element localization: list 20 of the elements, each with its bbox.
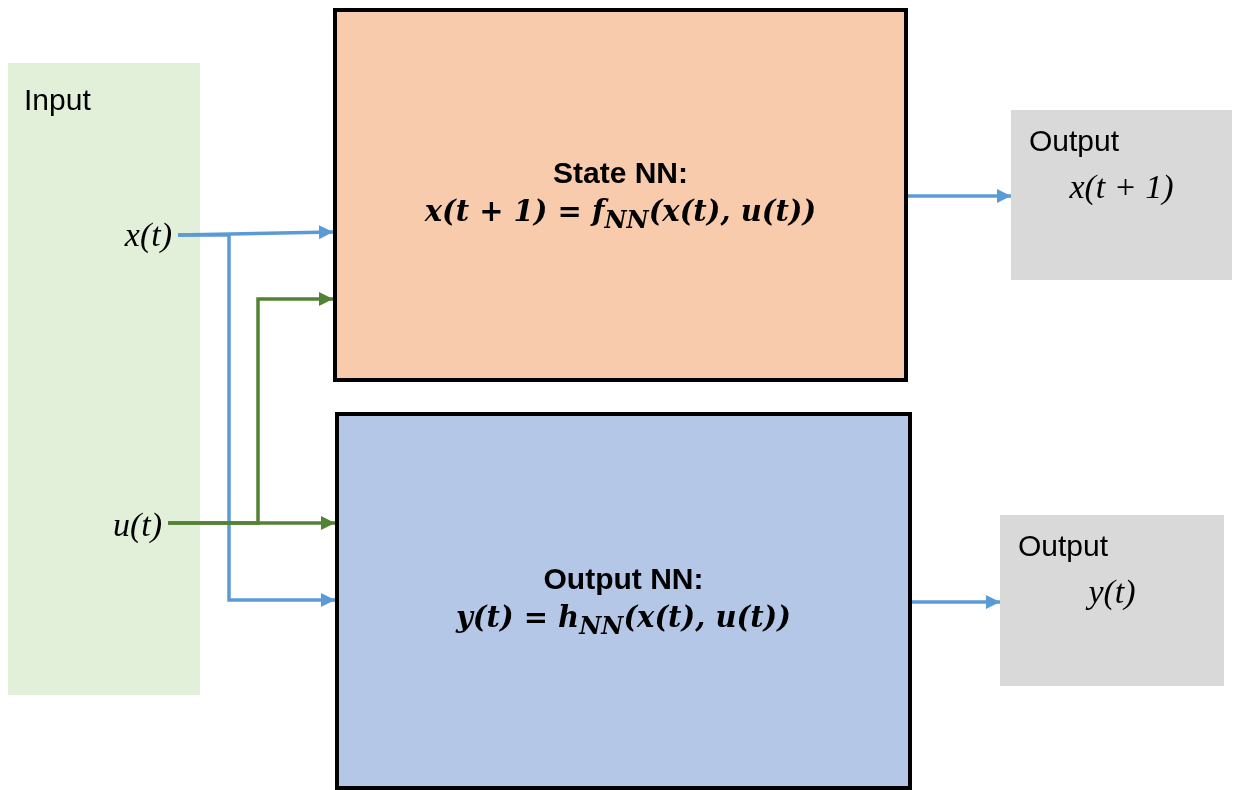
output-block bbox=[1000, 515, 1224, 686]
block-heading: Output NN: bbox=[543, 562, 704, 597]
output-block bbox=[1011, 110, 1232, 280]
input-variable: u(t) bbox=[60, 503, 168, 547]
input-variable: x(t) bbox=[70, 213, 178, 257]
input-panel bbox=[8, 63, 200, 695]
block-formula: y(t) = h$_{NN}$(x(t), u(t)) bbox=[455, 600, 792, 640]
network-block bbox=[335, 412, 912, 790]
arrow bbox=[908, 189, 1011, 203]
output-value: x(t + 1) bbox=[1068, 168, 1175, 206]
panel-title: Input bbox=[24, 83, 91, 117]
output-title: Output bbox=[1029, 124, 1121, 158]
arrow bbox=[168, 516, 335, 530]
block-formula: x(t + 1) = f$_{NN}$(x(t), u(t)) bbox=[424, 194, 817, 234]
block-heading: State NN: bbox=[553, 156, 688, 191]
output-value: y(t) bbox=[1018, 573, 1206, 611]
network-block bbox=[333, 8, 908, 382]
output-title: Output bbox=[1018, 529, 1110, 563]
arrow bbox=[178, 233, 335, 607]
arrow bbox=[912, 595, 1000, 609]
